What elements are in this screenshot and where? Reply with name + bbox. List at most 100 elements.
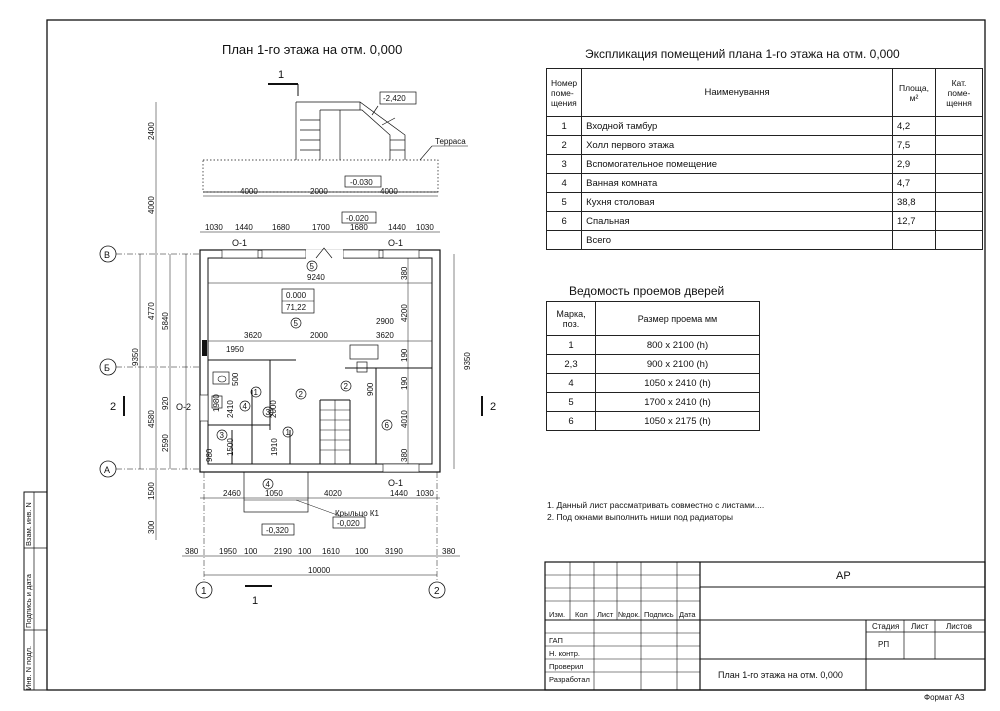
porch [243,471,309,513]
table-cell: 12,7 [892,211,936,231]
expl-h-name: Наименування [581,68,893,117]
table-cell: 1050 x 2410 (h) [595,373,760,393]
table-cell: 1 [546,335,596,355]
svg-text:2000: 2000 [269,400,278,418]
table-cell: 3 [545,154,583,174]
explication-table: Номер поме-щения Наименування Площа, м² … [545,68,983,250]
svg-text:3620: 3620 [376,331,394,340]
dims-inner: 9240 3620 2000 3620 1950 2900 500 2410 2… [205,273,432,462]
svg-text:380: 380 [185,547,199,556]
side-label-sign: Подпись и дата [24,573,33,628]
level-floor: 0.000 [286,291,307,300]
toilet [211,395,223,409]
outdoor-stair [295,101,406,160]
sheet-frame [46,19,986,691]
svg-text:1680: 1680 [272,223,290,232]
svg-text:3: 3 [220,431,225,440]
table-cell: Входной тамбур [581,116,893,136]
svg-text:3620: 3620 [244,331,262,340]
svg-text:5: 5 [310,262,315,271]
svg-text:1050: 1050 [265,489,283,498]
table-cell: 4,2 [892,116,936,136]
dims-left: 2400 4000 1500 300 4770 4580 5840 920 25… [131,122,170,534]
table-cell: Всего [581,230,893,250]
porch-label: Крыльцо К1 [335,509,380,518]
svg-text:2: 2 [299,390,304,399]
table-cell: 38,8 [892,192,936,212]
svg-text:4580: 4580 [147,410,156,428]
doors-title: Ведомость проемов дверей [569,284,724,298]
table-cell [935,116,983,136]
svg-text:380: 380 [400,448,409,462]
stamp-stage: РП [878,640,889,649]
svg-text:Б: Б [104,363,110,373]
axis-col-2: 2 [428,472,446,599]
doors-h-size: Размер проема мм [595,301,760,336]
svg-text:900: 900 [366,382,375,396]
svg-text:2000: 2000 [310,331,328,340]
svg-text:300: 300 [147,520,156,534]
svg-text:100: 100 [355,547,369,556]
svg-text:920: 920 [161,396,170,410]
window-o2: О-2 [176,402,191,412]
table-cell: Кухня столовая [581,192,893,212]
table-cell: 1700 x 2410 (h) [595,392,760,412]
bathtub [212,371,230,385]
table-cell: 2,3 [546,354,596,374]
axes-rows: В Б А [99,245,200,478]
svg-text:500: 500 [231,372,240,386]
svg-text:4000: 4000 [147,196,156,214]
dims-bottom-axes: 380 1950 100 2190 100 1610 100 3190 380 [185,547,456,556]
table-cell: 5 [545,192,583,212]
table-cell: Ванная комната [581,173,893,193]
expl-h-cat: Кат. поме-щення [935,68,983,117]
dims-top-terrace: 4000 2000 4000 [240,187,398,196]
table-cell [935,230,983,250]
svg-text:1680: 1680 [350,223,368,232]
table-cell [935,135,983,155]
table-cell: 6 [545,211,583,231]
table-cell: 5 [546,392,596,412]
svg-text:1500: 1500 [147,482,156,500]
dims-top-wall: 1030 1440 1680 1700 1680 1440 1030 [205,223,434,232]
svg-text:6: 6 [385,421,390,430]
svg-text:2190: 2190 [274,547,292,556]
terrace-label: Терраса [435,137,466,146]
table-cell: 7,5 [892,135,936,155]
svg-text:980: 980 [205,448,214,462]
title-block [544,561,986,691]
svg-text:2900: 2900 [376,317,394,326]
svg-text:2: 2 [490,401,496,413]
window-o1-bottom: О-1 [388,478,403,488]
svg-text:1980: 1980 [212,394,221,412]
stamp-col-headers: Изм. Кол Лист №док. Подпись Дата [549,610,696,619]
svg-text:№док.: №док. [618,610,640,619]
interior-stair [320,400,350,464]
svg-text:Лист: Лист [597,610,614,619]
svg-text:Н. контр.: Н. контр. [549,649,580,658]
svg-text:1: 1 [252,595,258,607]
svg-text:1030: 1030 [416,223,434,232]
room-tags: 5 5 2 6 4 3 1 3 1 2 4 [216,260,393,490]
note-2: 2. Под окнами выполнить ниши под радиато… [547,512,733,522]
note-1: 1. Данный лист рассматривать совместно с… [547,500,764,510]
interior-partitions [208,359,432,464]
table-cell: 4 [545,173,583,193]
svg-text:Подпись: Подпись [644,610,674,619]
dim-total: 10000 [308,566,331,575]
svg-text:2460: 2460 [223,489,241,498]
svg-text:2: 2 [344,382,349,391]
svg-text:4020: 4020 [324,489,342,498]
svg-text:Листов: Листов [946,622,972,631]
svg-text:5840: 5840 [161,312,170,330]
svg-text:1030: 1030 [416,489,434,498]
svg-text:1610: 1610 [322,547,340,556]
